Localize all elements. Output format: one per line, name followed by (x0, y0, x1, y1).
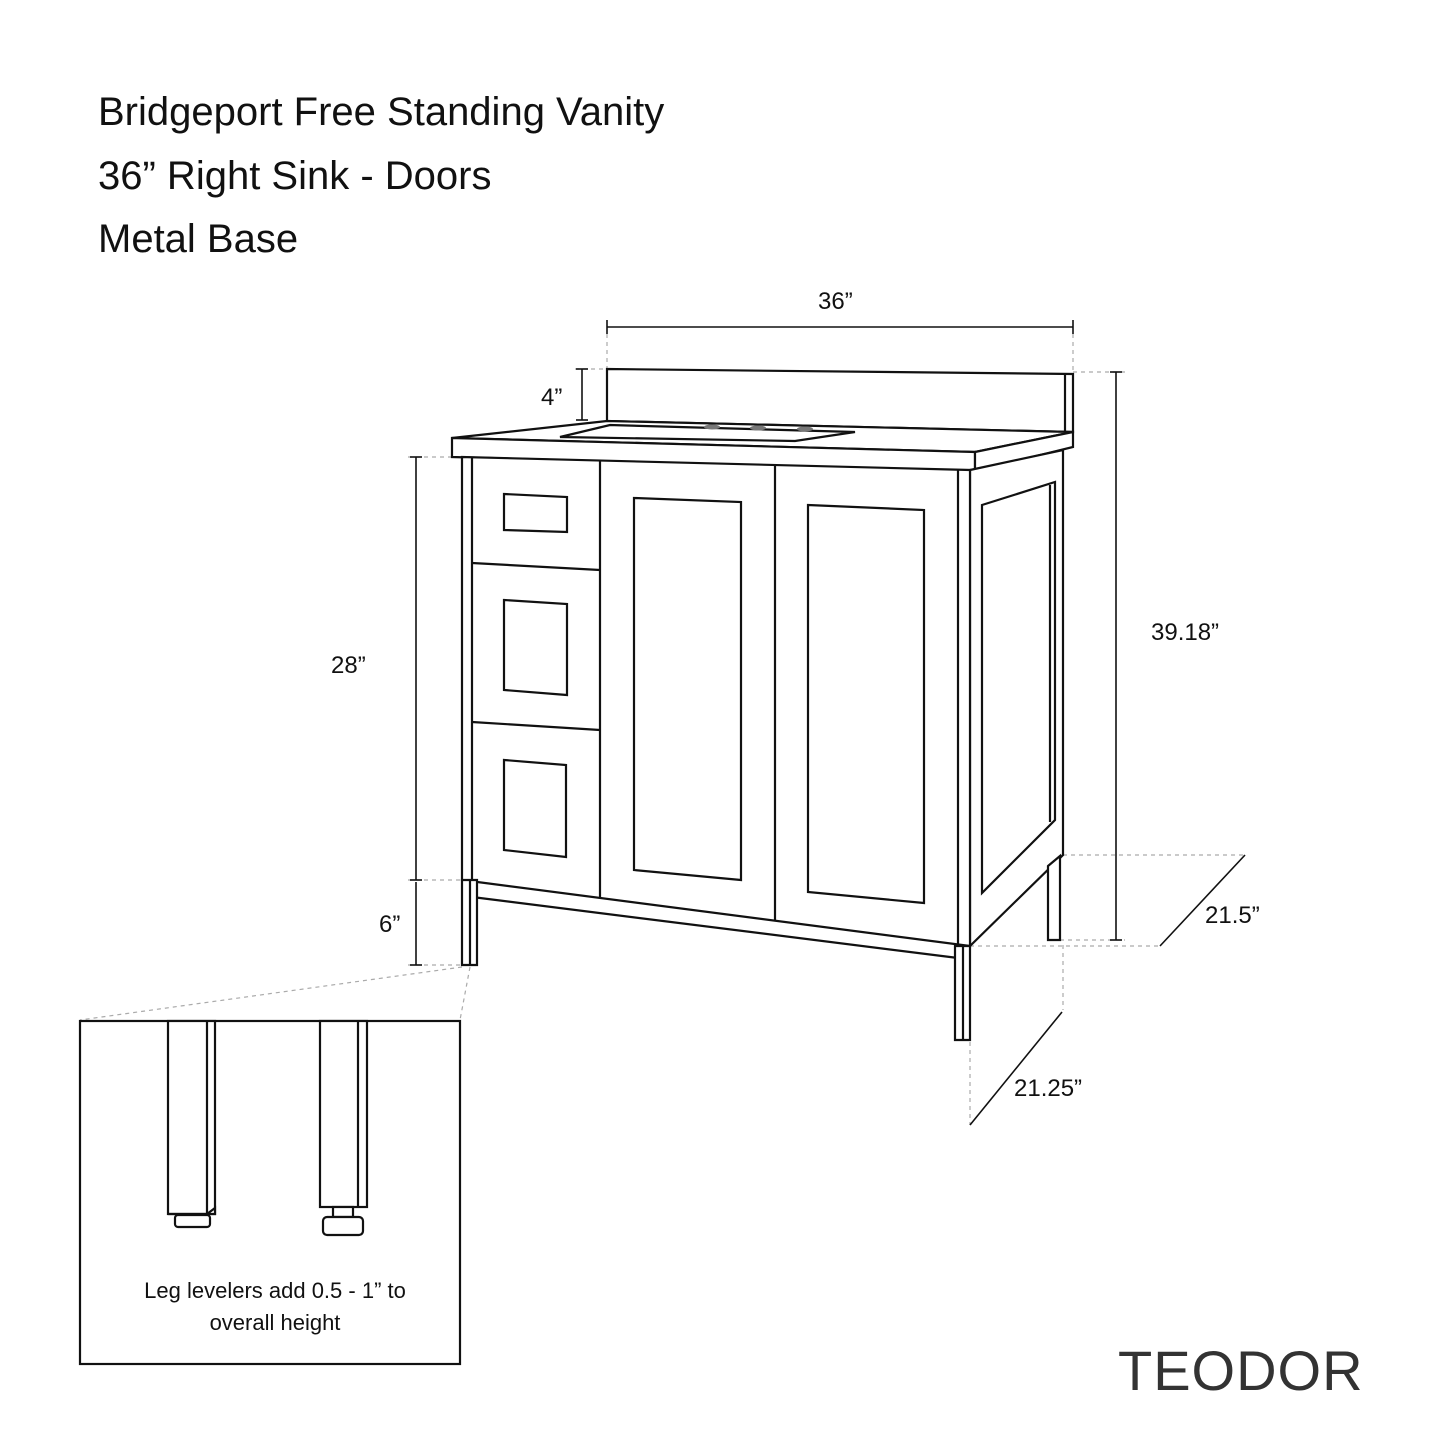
product-title: Bridgeport Free Standing Vanity (98, 90, 665, 134)
product-size-config: 36” Right Sink - Doors (98, 154, 492, 198)
side-panel (980, 480, 1057, 896)
faucet-hole (750, 425, 766, 431)
cabinet (460, 448, 1065, 960)
dim-overall-height-label: 39.18” (1151, 619, 1219, 646)
leveler-note-line2: overall height (210, 1310, 341, 1335)
dim-top-depth-label: 21.5” (1205, 902, 1260, 929)
leg-leveler-inset: Leg levelers add 0.5 - 1” to overall hei… (78, 1019, 462, 1366)
left-door-panel (632, 496, 743, 882)
product-base-type: Metal Base (98, 217, 299, 261)
metal-legs (460, 853, 1062, 1042)
brand-logo: TEODOR (1118, 1339, 1364, 1402)
dim-base-depth-label: 21.25” (1014, 1075, 1082, 1102)
dim-backsplash-label: 4” (541, 384, 562, 411)
leveler-note-line1: Leg levelers add 0.5 - 1” to (144, 1278, 406, 1303)
drawer-pull-top (502, 492, 569, 534)
faucet-hole (797, 426, 813, 432)
dim-width-label: 36” (818, 288, 853, 315)
drawer-pull-bottom (502, 758, 568, 859)
sink-cutout (559, 423, 856, 443)
dim-cabinet-height-label: 28” (331, 652, 366, 679)
drawer-pull-middle (502, 598, 569, 697)
faucet-hole (704, 424, 720, 430)
dimension-lines (410, 320, 1246, 1126)
leg-extended (318, 1019, 369, 1237)
right-door-panel (806, 503, 926, 905)
countertop (450, 419, 1075, 473)
dim-leg-height-label: 6” (379, 911, 400, 938)
leg-retracted (166, 1019, 217, 1229)
